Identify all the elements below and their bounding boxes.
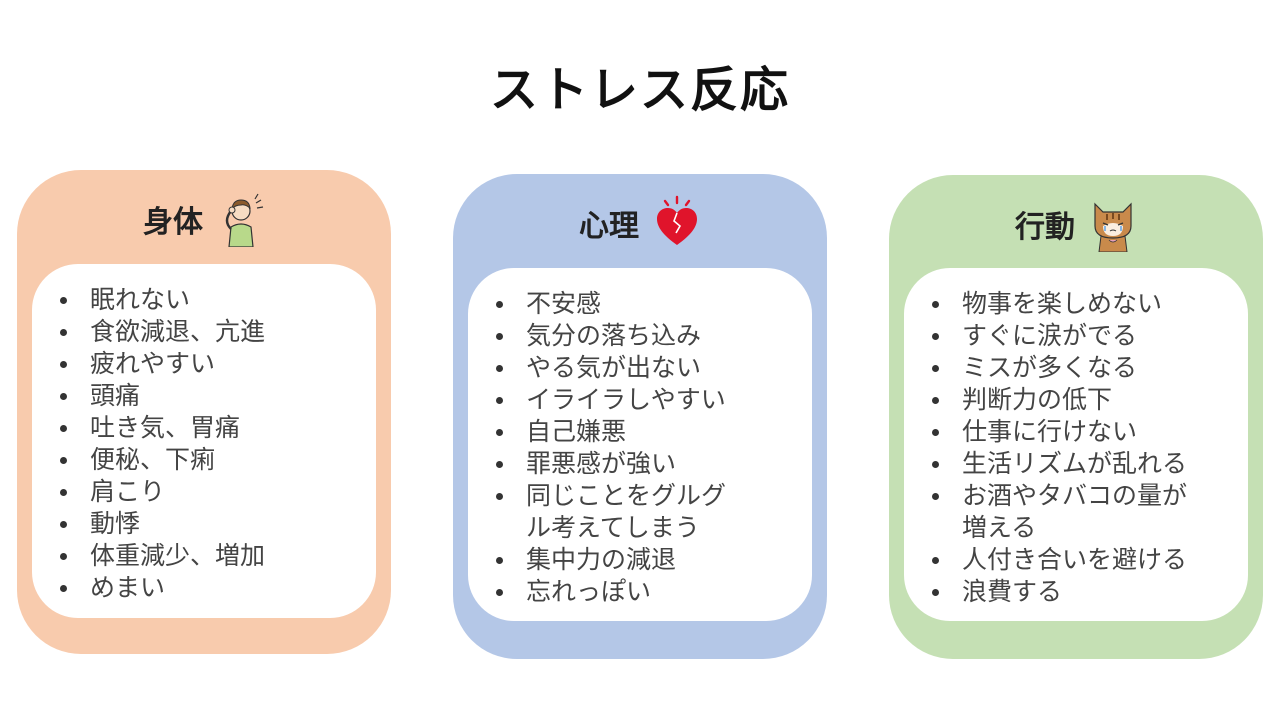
card-list-panel: 不安感 気分の落ち込み やる気が出ない イライラしやすい 自己嫌悪 罪悪感が強い… [468, 268, 812, 621]
crying-cat-icon [1094, 202, 1132, 252]
list-item: お酒やタバコの量が増える [928, 480, 1198, 544]
card-list-panel: 物事を楽しめない すぐに涙がでる ミスが多くなる 判断力の低下 仕事に行けない … [904, 268, 1248, 621]
symptom-list: 眠れない 食欲減退、亢進 疲れやすい 頭痛 吐き気、胃痛 便秘、下痢 肩こり 動… [56, 284, 376, 604]
list-item: イライラしやすい [492, 384, 812, 416]
symptom-list: 不安感 気分の落ち込み やる気が出ない イライラしやすい 自己嫌悪 罪悪感が強い… [492, 288, 812, 608]
card-title: 心理 [579, 209, 639, 244]
list-item: 疲れやすい [56, 348, 376, 380]
card-body: 身体 眠れない 食欲減退、亢進 疲れやすい 頭痛 吐き気、胃痛 便秘、下痢 肩こ… [17, 170, 391, 654]
list-item: 気分の落ち込み [492, 320, 812, 352]
stressed-person-icon [225, 193, 264, 247]
list-item: 動悸 [56, 508, 376, 540]
list-item: 忘れっぽい [492, 576, 812, 608]
card-list-panel: 眠れない 食欲減退、亢進 疲れやすい 頭痛 吐き気、胃痛 便秘、下痢 肩こり 動… [32, 264, 376, 618]
list-item: 判断力の低下 [928, 384, 1248, 416]
list-item: 自己嫌悪 [492, 416, 812, 448]
list-item: 浪費する [928, 576, 1248, 608]
list-item: 体重減少、増加 [56, 540, 376, 572]
list-item: 生活リズムが乱れる [928, 448, 1248, 480]
list-item: すぐに涙がでる [928, 320, 1248, 352]
list-item: 食欲減退、亢進 [56, 316, 376, 348]
list-item: 仕事に行けない [928, 416, 1248, 448]
card-header: 行動 [889, 193, 1263, 255]
list-item: 吐き気、胃痛 [56, 412, 376, 444]
list-item: 頭痛 [56, 380, 376, 412]
broken-heart-icon [657, 195, 697, 245]
list-item: やる気が出ない [492, 352, 812, 384]
list-item: 肩こり [56, 476, 376, 508]
list-item: 眠れない [56, 284, 376, 316]
list-item: 人付き合いを避ける [928, 544, 1248, 576]
symptom-list: 物事を楽しめない すぐに涙がでる ミスが多くなる 判断力の低下 仕事に行けない … [928, 288, 1248, 608]
page-title: ストレス反応 [489, 62, 790, 118]
card-header: 心理 [453, 192, 827, 254]
card-behavior: 行動 物事を楽しめない すぐに涙がでる ミスが多くなる 判断力の低下 仕事に行け… [889, 175, 1263, 659]
list-item: 物事を楽しめない [928, 288, 1248, 320]
card-header: 身体 [17, 188, 391, 250]
list-item: 罪悪感が強い [492, 448, 812, 480]
list-item: ミスが多くなる [928, 352, 1248, 384]
list-item: 集中力の減退 [492, 544, 812, 576]
list-item: めまい [56, 572, 376, 604]
list-item: 便秘、下痢 [56, 444, 376, 476]
card-title: 行動 [1015, 210, 1075, 245]
card-mind: 心理 不安感 気分の落ち込み やる気が出ない イライラしやすい 自己嫌悪 罪悪感… [453, 174, 827, 659]
card-title: 身体 [143, 205, 203, 240]
list-item: 同じことをグルグル考えてしまう [492, 480, 732, 544]
list-item: 不安感 [492, 288, 812, 320]
